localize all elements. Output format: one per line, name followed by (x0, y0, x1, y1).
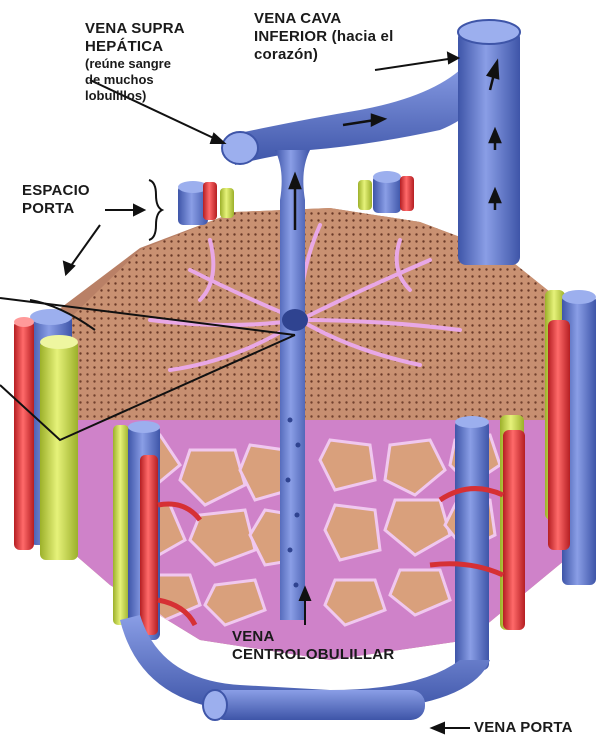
vena-supra-note2: de muchos (85, 72, 171, 88)
label-espacio-porta: ESPACIO PORTA (22, 182, 90, 218)
back-portal-triad-right (358, 171, 414, 213)
vena-cava-line3: corazón) (254, 46, 393, 64)
label-vena-centrolobulillar: VENA CENTROLOBULILLAR (232, 628, 394, 664)
vena-supra-note3: lobulillos) (85, 88, 171, 104)
vena-supra-line1: VENA SUPRA (85, 20, 185, 38)
left-portal-triad (14, 309, 78, 560)
vena-cava-line1: VENA CAVA (254, 10, 393, 28)
label-vena-cava-inferior: VENA CAVA INFERIOR (hacia el corazón) (254, 10, 393, 64)
label-vena-porta: VENA PORTA (474, 719, 573, 737)
right-portal-triad (545, 290, 596, 585)
vena-supra-note1: (reúne sangre (85, 56, 171, 72)
espacio-porta-line2: PORTA (22, 200, 90, 218)
vena-cava-line2: INFERIOR (hacia el (254, 28, 393, 46)
label-vena-supra-hepatica: VENA SUPRA HEPÁTICA (85, 20, 185, 56)
vena-supra-line2: HEPÁTICA (85, 38, 185, 56)
central-vein (275, 150, 310, 620)
label-vena-supra-note: (reúne sangre de muchos lobulillos) (85, 56, 171, 104)
espacio-porta-line1: ESPACIO (22, 182, 90, 200)
vena-porta-text: VENA PORTA (474, 719, 573, 737)
vena-centro-line2: CENTROLOBULILLAR (232, 646, 394, 664)
vena-centro-line1: VENA (232, 628, 394, 646)
